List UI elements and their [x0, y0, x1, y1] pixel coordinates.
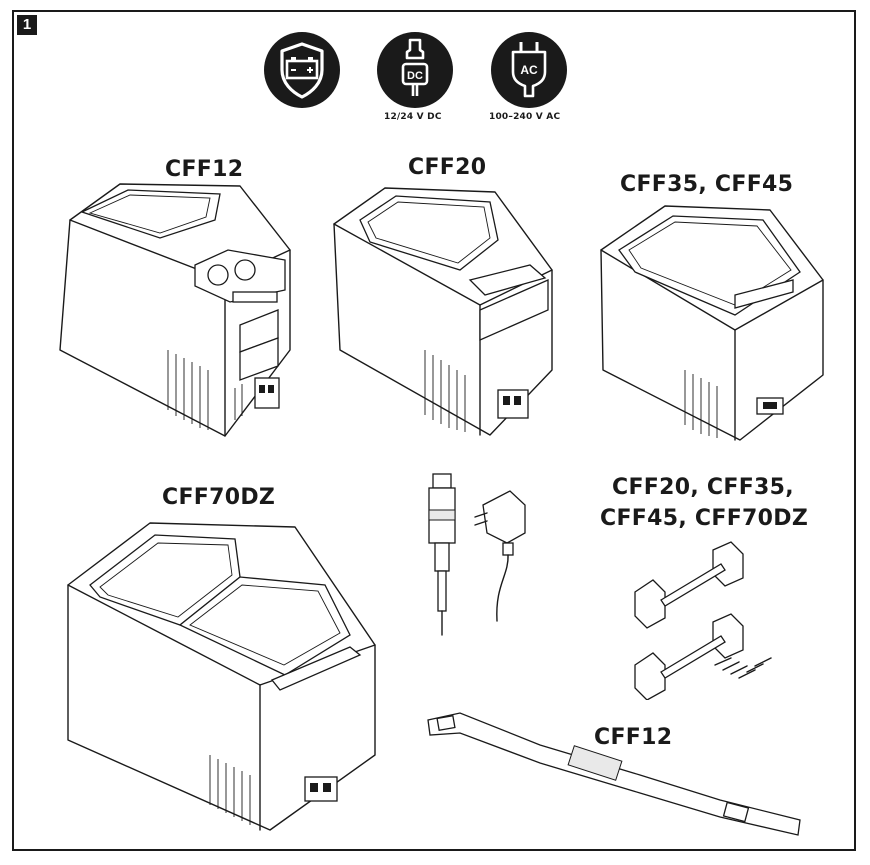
ac-plug-icon: AC	[491, 32, 567, 108]
model-label-cff70dz: CFF70DZ	[162, 485, 276, 510]
ac-glyph: AC	[520, 63, 538, 77]
ac-voltage-label: 100–240 V AC	[489, 112, 561, 122]
figure-number: 1	[17, 15, 37, 35]
handles-models-line1: CFF20, CFF35,	[612, 475, 794, 500]
handles-models-line2: CFF45, CFF70DZ	[600, 506, 809, 531]
dc-voltage-label: 12/24 V DC	[384, 112, 442, 122]
cff20-cooler-drawing	[333, 187, 553, 436]
model-label-cff20: CFF20	[408, 155, 487, 180]
dc-cable-drawing	[428, 473, 456, 636]
dc-plug-icon: DC	[377, 32, 453, 108]
model-label-cff35-cff45: CFF35, CFF45	[620, 172, 794, 197]
cff12-cooler-drawing	[59, 183, 291, 437]
dc-glyph: DC	[407, 70, 423, 82]
battery-shield-icon	[264, 32, 340, 108]
model-label-cff12: CFF12	[165, 157, 244, 182]
cff70dz-cooler-drawing	[67, 522, 376, 831]
figure-frame	[12, 10, 856, 851]
strap-model-label: CFF12	[594, 725, 673, 750]
cff35-cff45-cooler-drawing	[600, 205, 824, 441]
strap-drawing	[427, 712, 801, 836]
ac-cable-drawing	[474, 490, 526, 622]
handles-drawing	[634, 541, 772, 700]
